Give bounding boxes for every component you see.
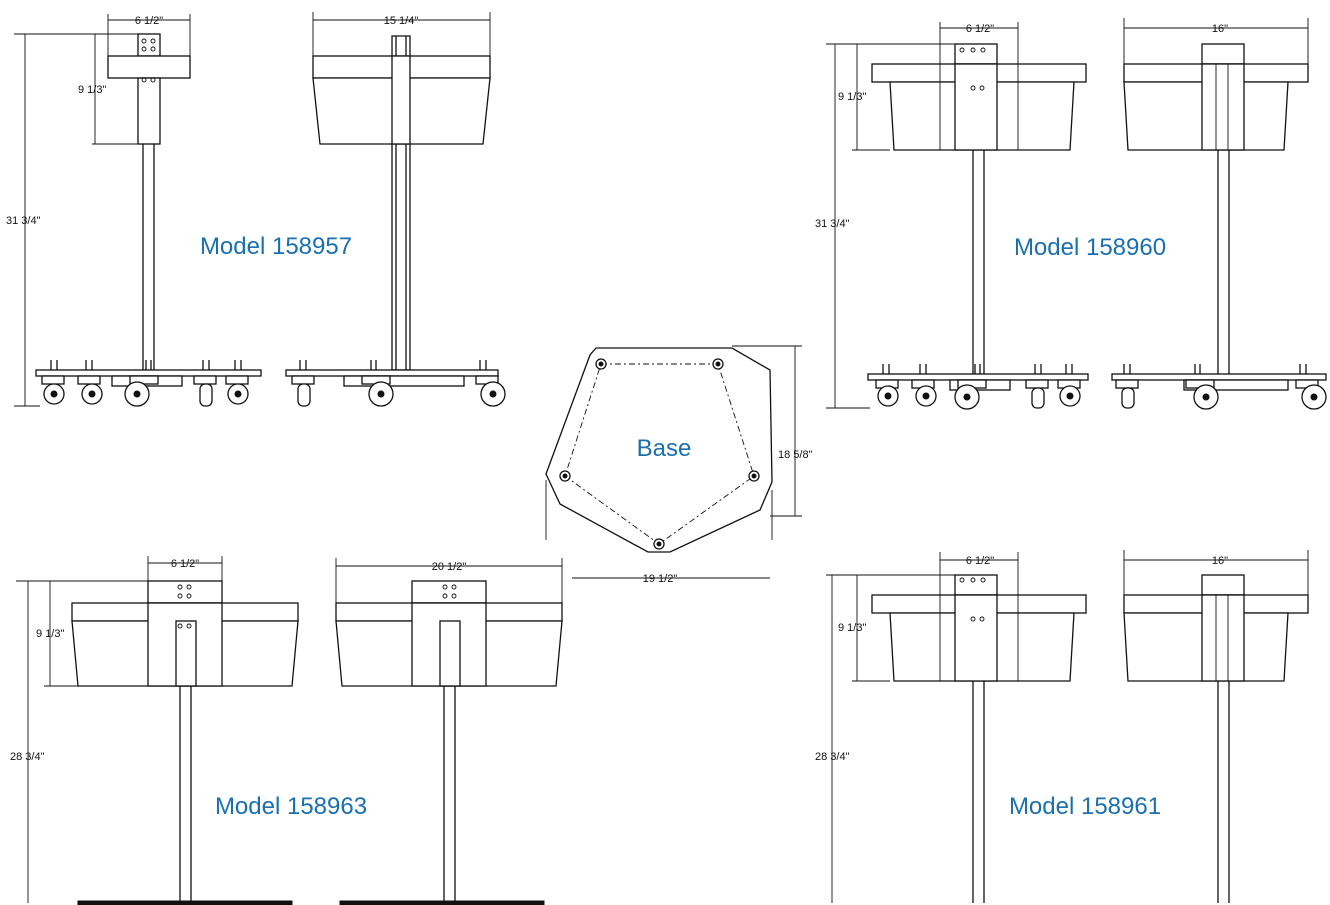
caster	[1185, 364, 1219, 410]
model-title: Model 158957	[200, 233, 352, 260]
caster	[225, 360, 249, 405]
caster	[911, 364, 937, 407]
caster	[1025, 364, 1049, 409]
dim-bin-height: 9 1/3"	[838, 91, 866, 103]
caster	[77, 360, 103, 405]
caster	[875, 364, 899, 407]
bolt-hole	[559, 470, 571, 482]
front-view	[285, 35, 506, 407]
dim-width-side: 6 1/2"	[171, 558, 199, 570]
caster	[1057, 364, 1081, 407]
dim-width-front: 16"	[1212, 555, 1228, 567]
model-158961: 6 1/2" 9 1/3" 28 3/4" 16" Model 158961	[815, 550, 1309, 903]
bolt-hole	[712, 358, 724, 370]
dim-base-height: 18 5/8"	[778, 449, 813, 461]
side-view	[871, 574, 1087, 903]
model-158963: 6 1/2" 9 1/3" 28 3/4" 20 1/2" Model 1589…	[10, 556, 563, 905]
front-view	[335, 580, 563, 905]
bolt-hole	[595, 358, 607, 370]
model-158957: 6 1/2" 9 1/3" 31 3/4" 15 1/4" Model 1589…	[6, 12, 506, 407]
caster	[193, 360, 217, 407]
side-view	[71, 580, 299, 905]
caster	[1295, 364, 1327, 410]
model-title: Model 158963	[215, 793, 367, 820]
dim-base-width: 19 1/2"	[643, 573, 678, 585]
side-view	[35, 33, 262, 407]
front-view	[1123, 574, 1309, 903]
caster	[361, 360, 394, 407]
model-title: Model 158960	[1014, 234, 1166, 261]
dim-bin-height: 9 1/3"	[78, 84, 106, 96]
dim-width-front: 16"	[1212, 23, 1228, 35]
dim-bin-height: 9 1/3"	[838, 622, 866, 634]
side-view	[867, 43, 1089, 410]
dim-width-side: 6 1/2"	[135, 15, 163, 27]
dim-width-front: 20 1/2"	[432, 561, 467, 573]
base-view: Base 18 5/8" 19 1/2"	[545, 345, 813, 585]
caster	[475, 360, 506, 407]
dim-overall-height: 31 3/4"	[815, 218, 850, 230]
dim-width-side: 6 1/2"	[966, 555, 994, 567]
dim-overall-height: 28 3/4"	[10, 751, 45, 763]
bolt-hole	[748, 470, 760, 482]
base-title: Base	[637, 435, 692, 462]
model-title: Model 158961	[1009, 793, 1161, 820]
model-158960: 6 1/2" 9 1/3" 31 3/4" 16" Model 158960	[815, 18, 1327, 410]
dim-bin-height: 9 1/3"	[36, 628, 64, 640]
dim-width-front: 15 1/4"	[384, 15, 419, 27]
caster	[41, 360, 65, 405]
front-view	[1111, 43, 1327, 410]
dim-overall-height: 28 3/4"	[815, 751, 850, 763]
caster	[124, 360, 159, 407]
dim-width-side: 6 1/2"	[966, 23, 994, 35]
dim-overall-height: 31 3/4"	[6, 215, 41, 227]
bolt-hole	[653, 538, 665, 550]
caster	[954, 364, 987, 410]
caster	[291, 360, 315, 407]
caster	[1115, 364, 1139, 409]
